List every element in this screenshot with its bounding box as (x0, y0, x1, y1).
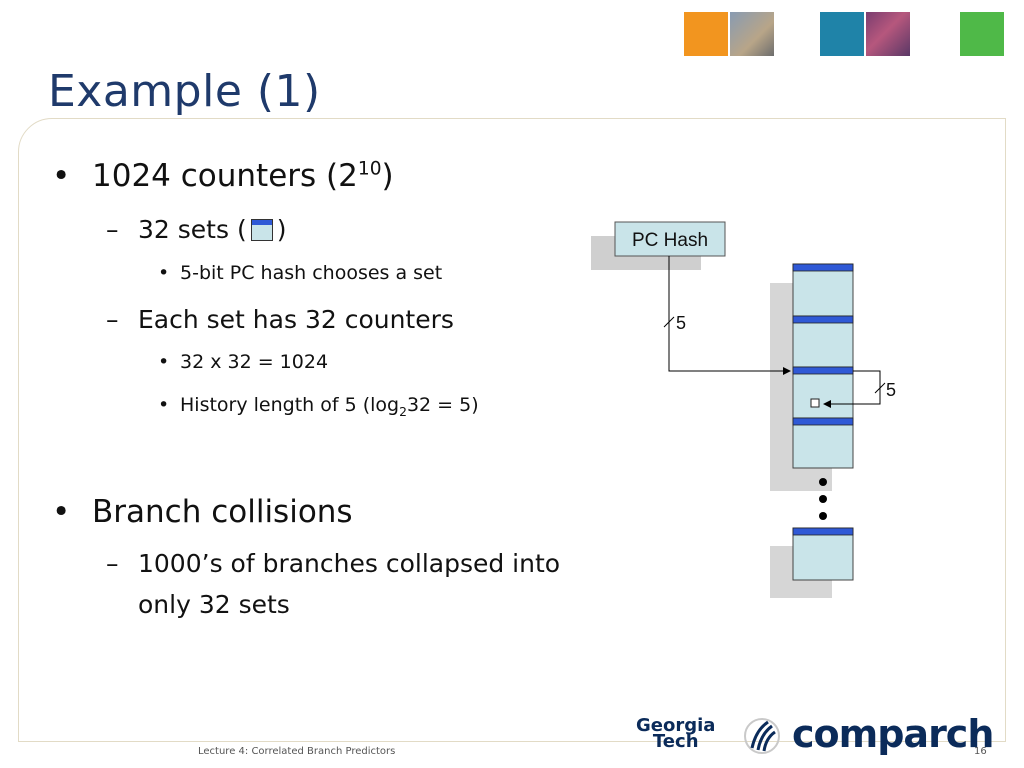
set-top-bar (792, 527, 854, 536)
bus-slash (663, 316, 675, 328)
set-top-bar (792, 315, 854, 324)
comparch-mark-icon (744, 718, 780, 754)
set-block (792, 263, 854, 317)
bus-slash (874, 382, 886, 394)
ellipsis-dot (819, 478, 827, 486)
slide-title: Example (1) (48, 66, 321, 117)
bullet-each-set: –Each set has 32 counters (106, 305, 454, 334)
logo-tech-text: Tech (652, 731, 699, 752)
green-tile (960, 12, 1004, 56)
header-tiles (684, 12, 1004, 58)
page-number: 16 (974, 746, 987, 757)
blue-tile (820, 12, 864, 56)
bullet-hash-chooses-set: •5-bit PC hash chooses a set (158, 262, 443, 284)
bullet-branch-collisions: •Branch collisions (52, 494, 353, 530)
hash-bits-label: 5 (676, 313, 686, 333)
set-icon (250, 219, 273, 241)
orange-tile (684, 12, 728, 56)
ellipsis-dot (819, 512, 827, 520)
pc-hash-label: PC Hash (632, 230, 708, 251)
chip-photo-tile (866, 12, 910, 56)
comparch-logo: comparch (792, 712, 994, 756)
hash-arrow (668, 256, 791, 375)
history-bits-label: 5 (886, 380, 896, 400)
logo-georgia-text: Georgia (636, 715, 716, 736)
content-frame (18, 118, 1006, 742)
set-block (792, 417, 854, 469)
set-block (792, 366, 854, 420)
ellipsis-dot (819, 495, 827, 503)
set-block-last (792, 527, 854, 581)
bullet-history-length: •History length of 5 (log232 = 5) (158, 394, 479, 419)
bullet-collapsed: –1000’s of branches collapsed into (106, 549, 561, 578)
campus-photo-tile (730, 12, 774, 56)
bullet-calc: •32 x 32 = 1024 (158, 351, 329, 373)
counter-cell (810, 398, 820, 408)
set-top-bar (792, 366, 854, 375)
set-stack (792, 263, 854, 581)
georgia-tech-logo: Georgia Tech (636, 715, 716, 752)
set-block (792, 315, 854, 369)
bullet-collapsed-cont: only 32 sets (138, 590, 290, 619)
pc-hash-box (614, 221, 726, 257)
bullet-sets: –32 sets () (106, 215, 287, 244)
set-top-bar (792, 417, 854, 426)
set-top-bar (792, 263, 854, 272)
bullet-counters: •1024 counters (210) (52, 158, 394, 194)
footer-lecture: Lecture 4: Correlated Branch Predictors (198, 746, 396, 757)
